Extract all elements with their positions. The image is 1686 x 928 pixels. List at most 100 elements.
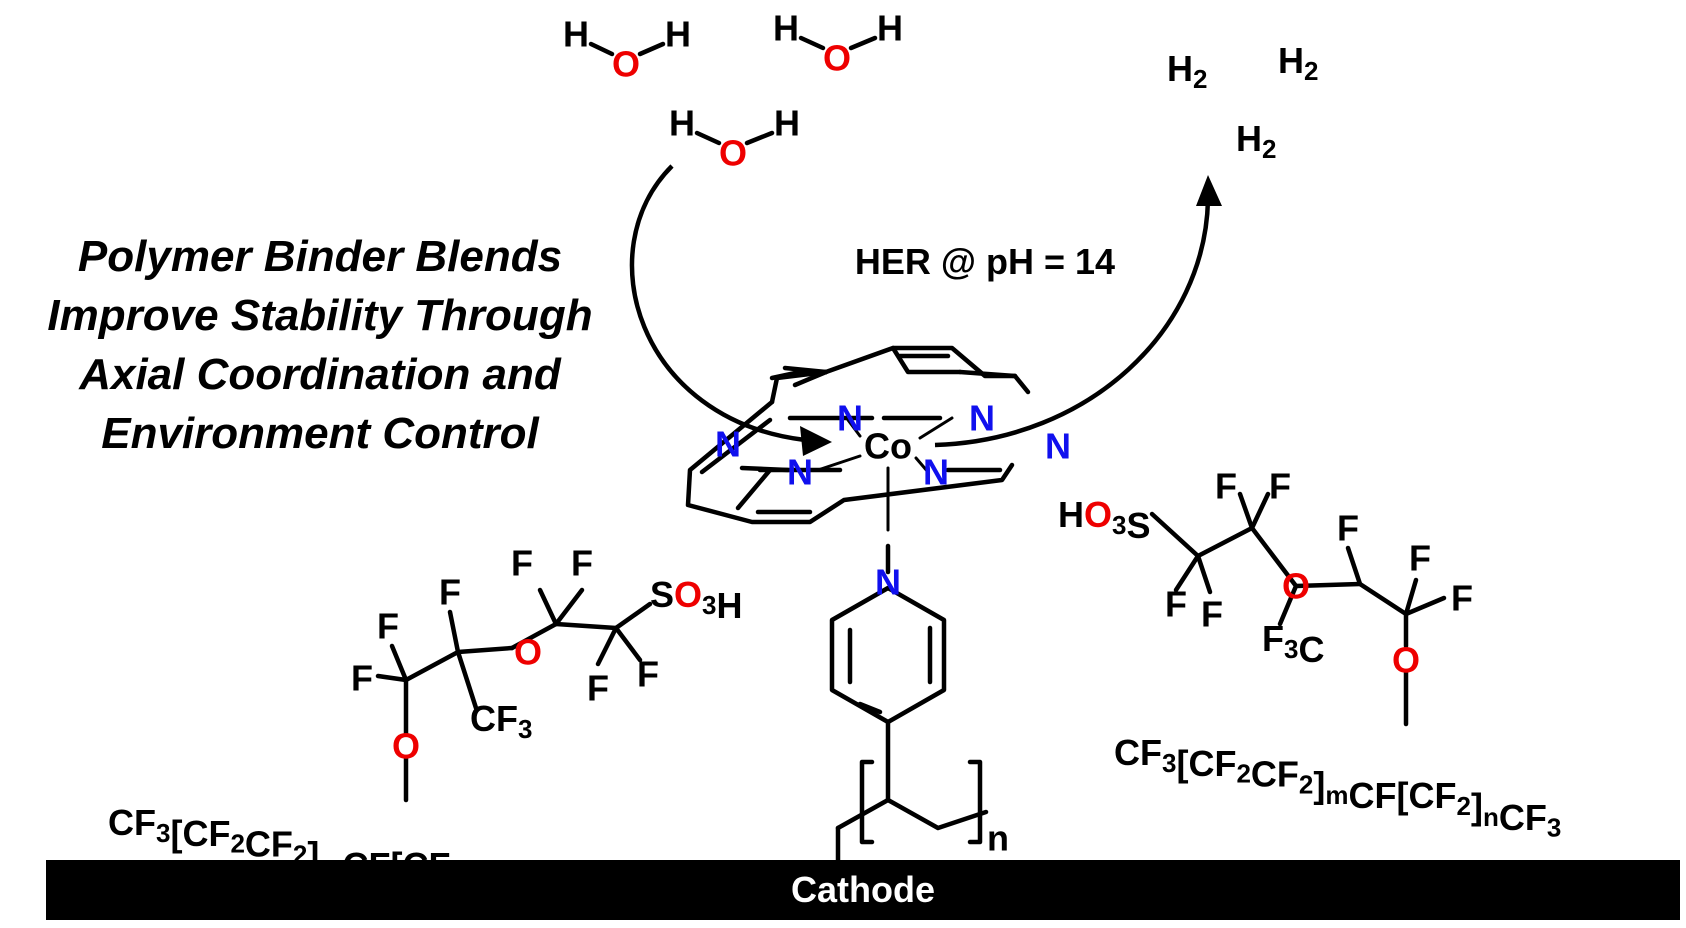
ring-bond (735, 467, 773, 511)
water-bond (848, 35, 878, 51)
ring-bond (685, 399, 1015, 525)
ring-bond (957, 369, 1018, 379)
nitrogen-atom: N (837, 398, 863, 439)
co-n-bond (918, 416, 954, 440)
chain-bond (553, 621, 619, 631)
chain-bond (1249, 491, 1271, 531)
water-hydrogen-atom: H (563, 14, 589, 55)
fluorine-atom: F (351, 658, 373, 699)
water-hydrogen-atom: H (877, 8, 903, 49)
sulfonic-acid-group: SO3H (650, 574, 743, 626)
ether-oxygen-atom: O (1392, 640, 1420, 681)
fluorine-atom: F (587, 668, 609, 709)
title-line-3: Axial Coordination and (79, 350, 561, 399)
ether-oxygen-atom: O (392, 726, 420, 767)
water-bond (744, 130, 775, 146)
title-line-1: Polymer Binder Blends (77, 232, 563, 281)
chain-bond (537, 587, 559, 627)
reactant-arrow (629, 164, 806, 443)
fluorine-atom: F (377, 606, 399, 647)
pyridine-double (857, 701, 883, 715)
fluorine-atom: F (1409, 538, 1431, 579)
ring-bond (769, 375, 780, 405)
fluorine-atom: F (1201, 594, 1223, 635)
ring-bond (782, 365, 829, 375)
chain-bond (1403, 577, 1419, 617)
chain-bond (1195, 553, 1213, 595)
ring-bond (1012, 373, 1031, 395)
polymer-bracket (859, 759, 875, 845)
fluorine-atom: F (511, 543, 533, 584)
water-oxygen-atom: O (612, 44, 640, 85)
nitrogen-atom: N (715, 424, 741, 465)
chain-bond (1149, 511, 1201, 559)
ether-oxygen-atom: O (1282, 566, 1310, 607)
fluorine-atom: F (1215, 466, 1237, 507)
co-n-bond (816, 454, 862, 472)
chain-bond (1237, 491, 1255, 531)
chain-bond (553, 587, 585, 627)
title-line-2: Improve Stability Through (47, 291, 593, 340)
nitrogen-atom: N (969, 398, 995, 439)
chain-bond (1249, 525, 1299, 589)
fluorine-atom: F (571, 543, 593, 584)
nitrogen-atom: N (923, 452, 949, 493)
ring-bond (890, 345, 963, 375)
chain-bond (613, 625, 643, 663)
chain-bond (447, 609, 461, 655)
chain-bond (613, 601, 653, 631)
chain-bond (595, 625, 619, 667)
backbone-formula-right: CF3[CF2CF2]mCF[CF2]nCF3 (1114, 732, 1561, 843)
chain-bond (403, 649, 461, 683)
fluorine-atom: F (1269, 466, 1291, 507)
fluorine-atom: F (1165, 584, 1187, 625)
nitrogen-atom: N (1045, 426, 1071, 467)
reaction-label: HER @ pH = 14 (855, 241, 1115, 282)
water-oxygen-atom: O (823, 38, 851, 79)
nitrogen-atom: N (787, 452, 813, 493)
co-n-bond (914, 456, 930, 474)
chain-bond (1345, 545, 1363, 587)
polymer-bracket (967, 759, 983, 845)
product-arrow (934, 199, 1211, 448)
title-line-4: Environment Control (101, 409, 539, 458)
chain-bond (1293, 581, 1363, 589)
co-n-bond (846, 418, 862, 438)
fluorine-atom: F (439, 572, 461, 613)
reaction-arrows (629, 164, 1222, 456)
polymer-index: n (987, 818, 1009, 859)
cathode-label: Cathode (791, 869, 935, 910)
water-bond (798, 35, 826, 51)
fluorine-atom: F (1451, 578, 1473, 619)
hydrogen-gas-3: H2 (1236, 118, 1276, 164)
backbone-formula-left: CF3[CF2CF2]mCF[CF2]nCF3 (108, 802, 555, 913)
chain-bond (1277, 583, 1299, 627)
water-bond (694, 130, 722, 146)
cobalt-atom: Co (864, 426, 912, 467)
chain-bond (1195, 525, 1255, 559)
reactant-arrowhead (800, 426, 832, 456)
chain-bond (1403, 595, 1447, 617)
ether-oxygen-atom: O (514, 632, 542, 673)
cf3-group: F3C (1262, 618, 1324, 670)
pyridine-nitrogen-atom: N (875, 562, 901, 603)
cf3-group: CF3 (470, 698, 532, 744)
water-bond (637, 41, 666, 57)
chain-bond (509, 621, 559, 651)
fluorine-atom: F (637, 654, 659, 695)
fluorine-atom: F (1337, 508, 1359, 549)
water-hydrogen-atom: H (774, 103, 800, 144)
product-arrowhead (1196, 175, 1222, 206)
hydrogen-gas-1: H2 (1167, 48, 1207, 94)
sulfonic-acid-group: HO3S (1058, 494, 1151, 546)
chain-bond (389, 643, 409, 683)
chain-bond (1173, 553, 1201, 593)
chain-bond (455, 649, 479, 711)
bond-lines (375, 35, 1447, 871)
chain-bond (375, 673, 409, 683)
chain-bond (455, 645, 515, 655)
water-hydrogen-atom: H (665, 14, 691, 55)
water-bond (588, 41, 615, 57)
